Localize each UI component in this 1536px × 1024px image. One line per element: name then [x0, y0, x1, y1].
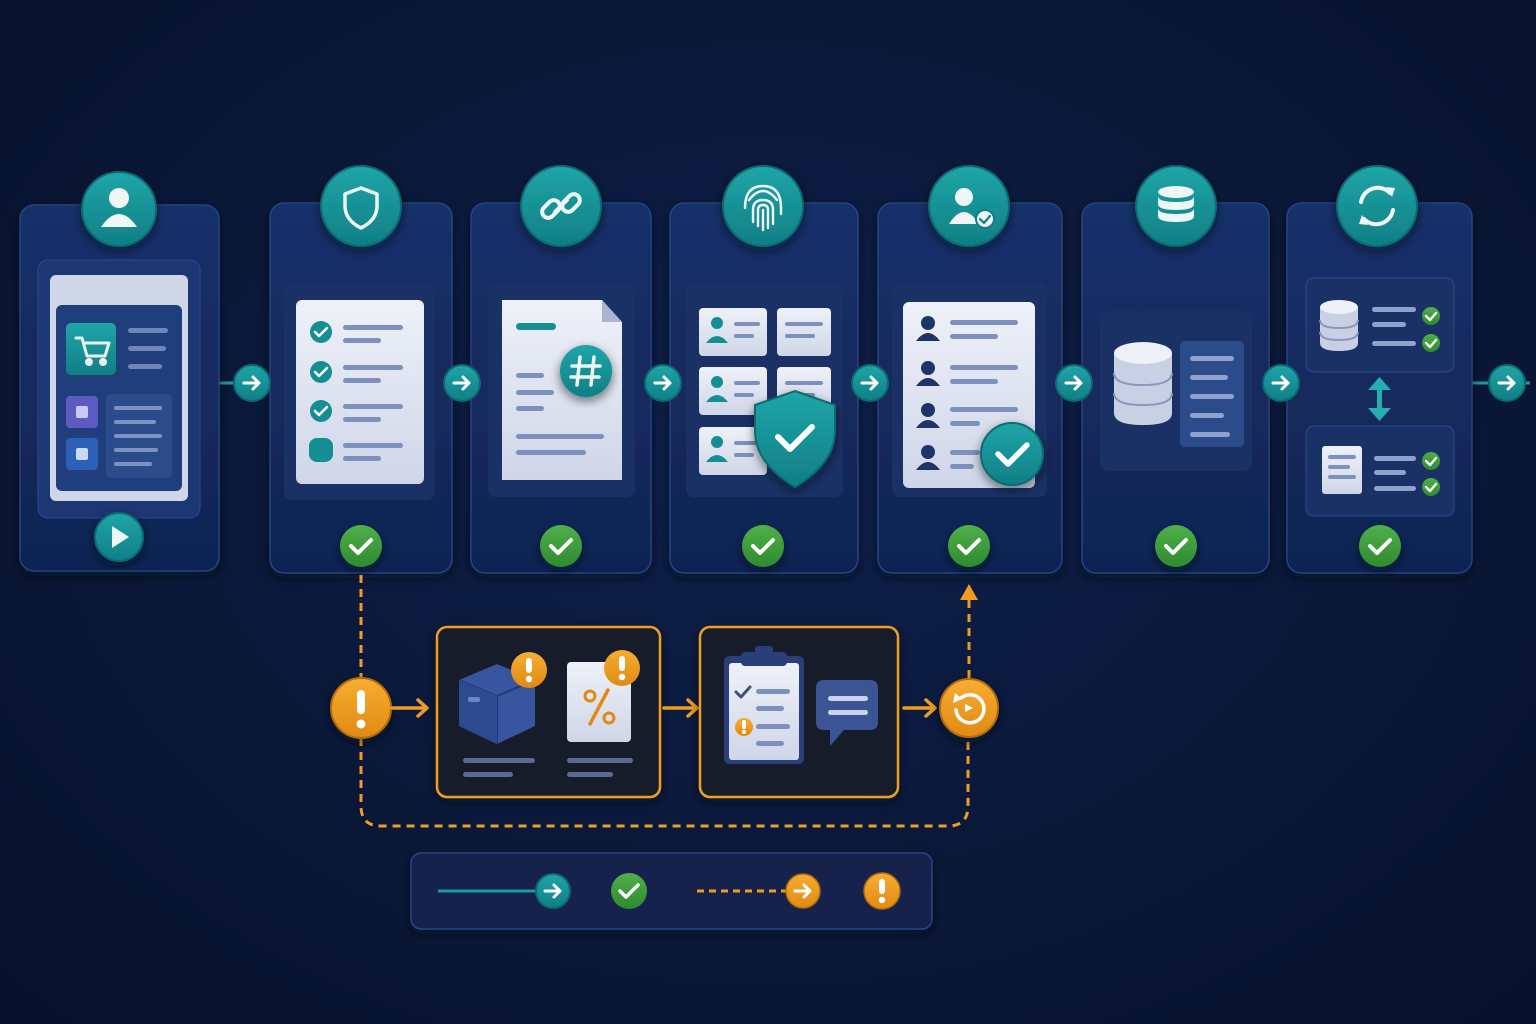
checklist-document [296, 300, 424, 484]
link-icon [520, 165, 602, 247]
check-badge [742, 525, 784, 567]
stage-card-6-database[interactable] [1081, 165, 1270, 574]
exception-flow [330, 575, 999, 828]
stage-card-4-fingerprint[interactable] [669, 165, 859, 574]
chat-message-icon [816, 680, 878, 746]
flow-arrow-2 [443, 364, 481, 402]
database-cylinder-icon [1113, 342, 1173, 425]
user-list-approved [903, 302, 1044, 488]
shield-icon [320, 165, 402, 247]
hash-icon [560, 345, 612, 397]
stage-card-2-shield[interactable] [269, 165, 453, 574]
package-warning-icon [458, 652, 547, 744]
dashed-exception-arrow [697, 873, 821, 909]
flow-arrows [233, 364, 1526, 402]
check-badge [948, 525, 990, 567]
percent-warning-icon [567, 650, 640, 742]
stage-card-1-user[interactable] [19, 171, 220, 572]
exception-arrow-3 [902, 698, 937, 718]
exception-arrow-2 [662, 698, 699, 718]
flow-arrow-1 [233, 364, 271, 402]
check-badge [540, 525, 582, 567]
flow-arrow-3 [644, 364, 682, 402]
check-badge [1155, 525, 1197, 567]
flow-arrow-5 [1055, 364, 1093, 402]
exception-box-1[interactable] [435, 625, 662, 799]
exception-arrow-1 [390, 698, 429, 718]
flow-arrow-4 [851, 364, 889, 402]
stage-card-3-link[interactable] [470, 165, 652, 574]
user-check-icon [928, 165, 1010, 247]
stage-card-5-user-check[interactable] [877, 165, 1063, 574]
hash-document [502, 300, 622, 480]
database-small-icon [1319, 300, 1359, 351]
identity-cards-verified [699, 308, 836, 489]
warning-icon[interactable] [330, 677, 392, 739]
bidirectional-sync-arrow-icon [1368, 377, 1391, 421]
user-icon [81, 171, 157, 247]
cart-icon [74, 336, 111, 366]
play-button[interactable] [94, 512, 144, 562]
database-icon [1135, 165, 1217, 247]
flow-arrow-7 [1488, 364, 1526, 402]
shopping-cart-screen [37, 259, 201, 519]
legend-panel [410, 852, 933, 930]
sync-icon [1336, 165, 1418, 247]
database-records [1113, 341, 1244, 447]
sync-records [1305, 277, 1455, 517]
retry-icon[interactable] [939, 678, 999, 738]
exception-return-arrowhead [960, 584, 978, 600]
fingerprint-icon [722, 165, 804, 247]
exception-dashed-path [359, 575, 971, 828]
check-badge [340, 525, 382, 567]
stage-card-7-sync[interactable] [1286, 165, 1473, 574]
solid-flow-arrow [438, 873, 571, 909]
exception-box-2[interactable] [698, 625, 900, 799]
flow-arrow-6 [1262, 364, 1300, 402]
clipboard-review-icon [724, 646, 804, 764]
success-check [611, 873, 647, 909]
verified-shield-icon [754, 389, 836, 489]
approved-check-icon [980, 422, 1044, 486]
warning-alert [863, 872, 901, 910]
check-badge [1359, 525, 1401, 567]
